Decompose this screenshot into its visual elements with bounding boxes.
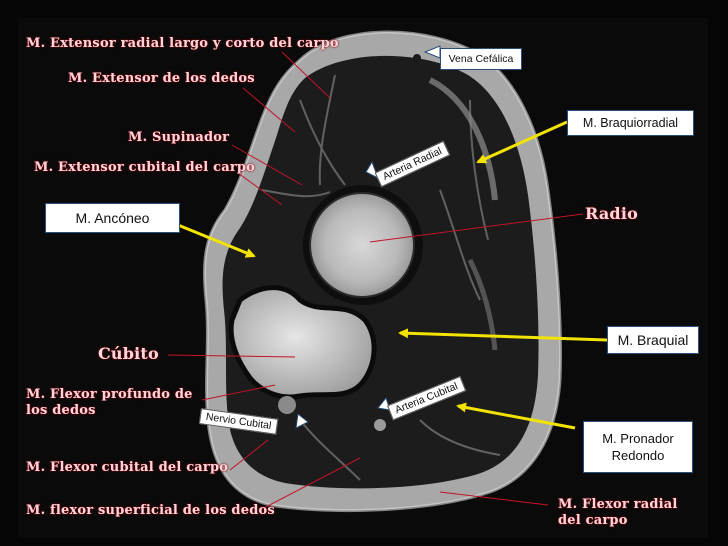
- label-extensor-dedos: M. Extensor de los dedos: [68, 71, 255, 86]
- box-pronador-redondo: M. Pronador Redondo: [583, 421, 693, 473]
- label-supinador: M. Supinador: [128, 130, 230, 145]
- box-braquial: M. Braquial: [607, 326, 699, 354]
- ulna-bone: [231, 287, 375, 398]
- radius-bone: [310, 193, 414, 297]
- label-flexor-profundo-2: los dedos: [26, 403, 96, 418]
- label-extensor-cubital: M. Extensor cubital del carpo: [34, 160, 256, 175]
- box-braquiorradial: M. Braquiorradial: [567, 110, 694, 136]
- label-flexor-radial-2: del carpo: [558, 513, 628, 528]
- ulnar-artery-spot: [374, 419, 386, 431]
- label-flexor-radial-1: M. Flexor radial: [558, 497, 678, 512]
- label-flexor-cubital: M. Flexor cubital del carpo: [26, 460, 229, 475]
- nervio-arrow-head: [295, 413, 309, 429]
- box-ancóneo: M. Ancóneo: [45, 203, 180, 233]
- label-flexor-profundo-1: M. Flexor profundo de: [26, 387, 193, 402]
- yellow-arrows: [177, 120, 608, 430]
- leader-lines: [167, 51, 584, 511]
- ulnar-nerve-spot: [278, 396, 296, 414]
- cephalic-vein-spot: [413, 54, 421, 62]
- label-cubito: Cúbito: [98, 344, 159, 363]
- box-pronador-line2: Redondo: [611, 448, 665, 463]
- label-radio: Radio: [585, 204, 638, 223]
- label-flexor-superficial: M. flexor superficial de los dedos: [26, 503, 275, 518]
- box-vena-cefalica: Vena Cefálica: [440, 48, 522, 70]
- label-extensor-radial: M. Extensor radial largo y corto del car…: [26, 36, 339, 51]
- box-pronador-line1: M. Pronador: [602, 431, 674, 446]
